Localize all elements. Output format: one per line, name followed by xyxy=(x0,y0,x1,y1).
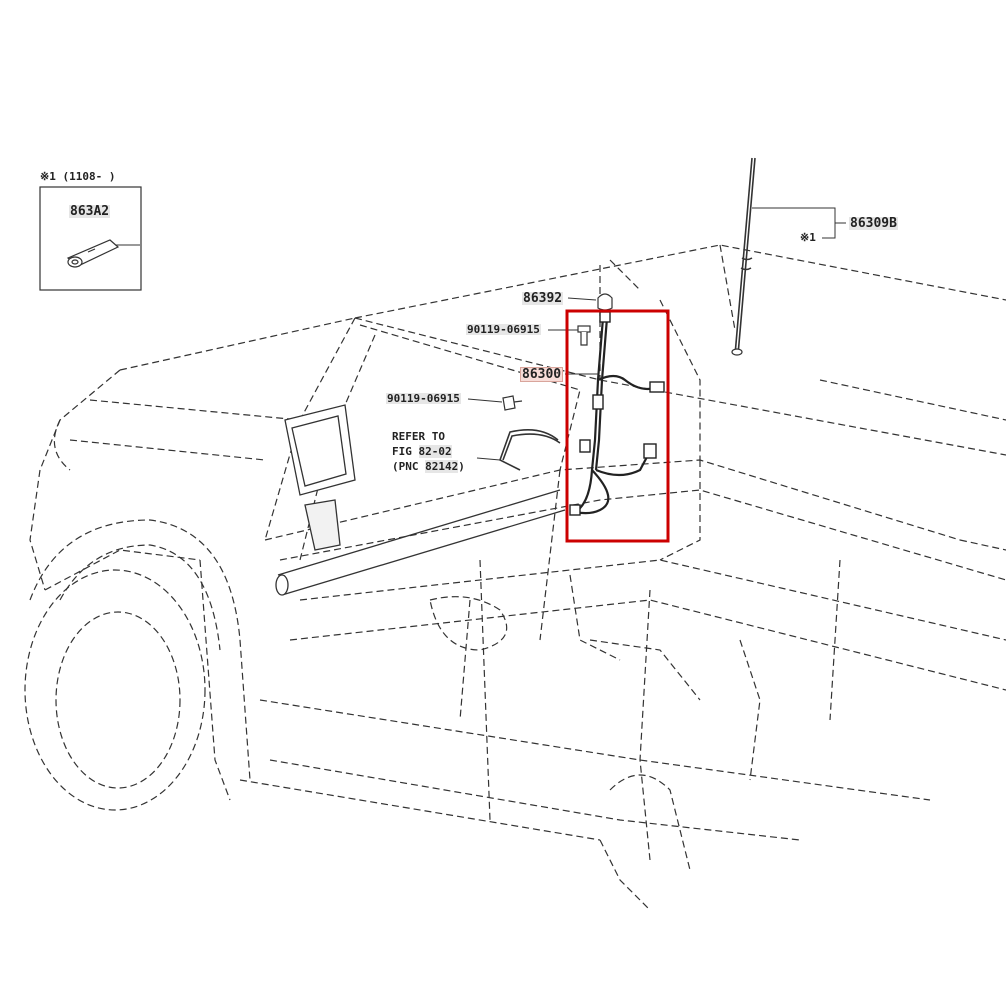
inset-header: ※1 (1108- ) xyxy=(40,170,116,183)
refer-line-2: FIG 82-02 xyxy=(392,444,465,459)
refer-note: REFER TO FIG 82-02 (PNC 82142) xyxy=(392,429,465,474)
refer-pnc-prefix: (PNC xyxy=(392,460,419,473)
part-number-cap[interactable]: 86392 xyxy=(522,291,564,306)
part-number-cord[interactable]: 86300 xyxy=(520,367,564,382)
part-number-antenna[interactable]: 86309B xyxy=(849,216,898,231)
refer-pnc-suffix: ) xyxy=(458,460,465,473)
antenna-mark: ※1 xyxy=(800,231,816,244)
refer-fig-link[interactable]: 82-02 xyxy=(418,445,452,458)
refer-pnc-link[interactable]: 82142 xyxy=(425,460,459,473)
part-number-bolt-top[interactable]: 90119-06915 xyxy=(466,323,541,336)
refer-fig-prefix: FIG xyxy=(392,445,412,458)
inset-part-number[interactable]: 863A2 xyxy=(69,204,111,219)
refer-line-1: REFER TO xyxy=(392,430,445,443)
highlight-box xyxy=(565,309,670,543)
part-number-bolt-left[interactable]: 90119-06915 xyxy=(386,392,461,405)
refer-line-3: (PNC 82142) xyxy=(392,459,465,474)
